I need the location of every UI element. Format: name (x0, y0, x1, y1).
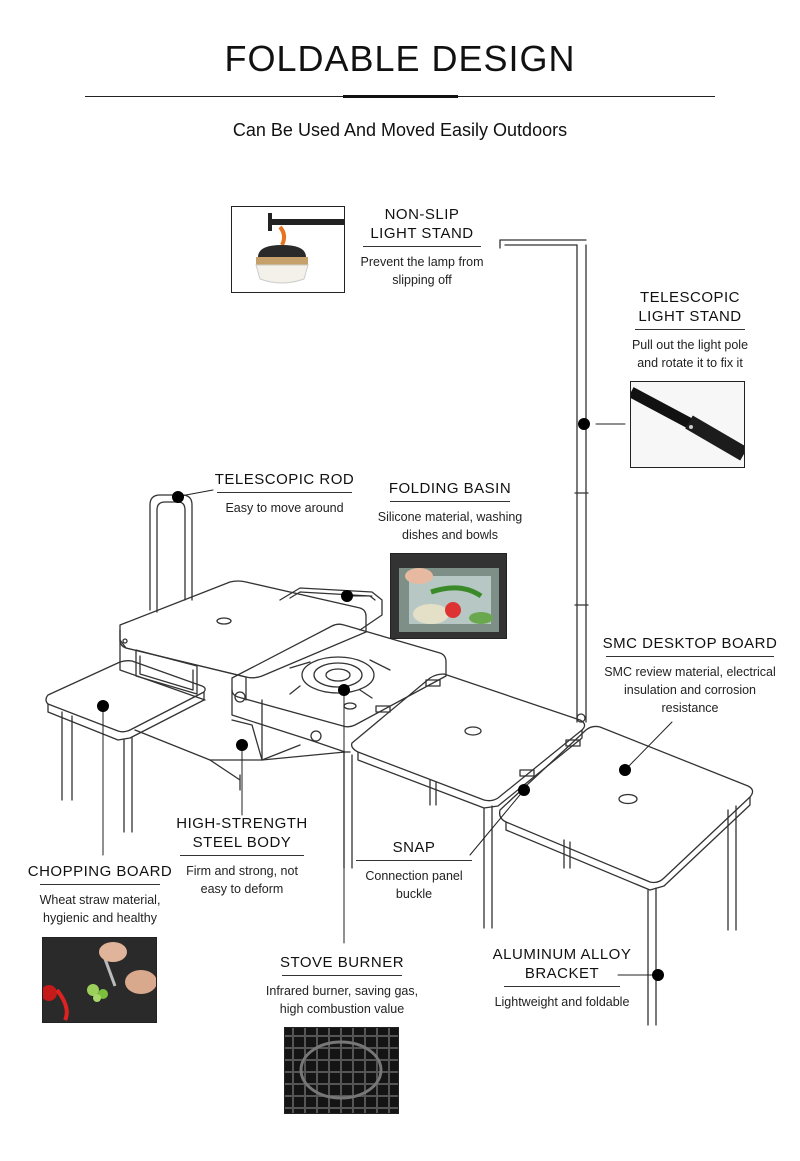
callout-desc: Pull out the light pole and rotate it to… (631, 338, 749, 370)
pole-joint-photo (630, 381, 745, 468)
callout-dots (97, 418, 664, 981)
callout-title: NON-SLIP LIGHT STAND (370, 206, 474, 242)
page-subtitle: Can Be Used And Moved Easily Outdoors (232, 120, 568, 140)
callout-desc: Infrared burner, saving gas, high combus… (265, 984, 419, 1016)
leader-lines (102, 423, 673, 976)
callout-underline (363, 246, 481, 247)
callout-title: TELESCOPIC LIGHT STAND (638, 289, 742, 325)
callout-underline (356, 860, 472, 861)
callout-desc: Easy to move around (225, 501, 344, 515)
callout-title: CHOPPING BOARD (27, 863, 173, 880)
burner-photo (284, 1027, 399, 1114)
burner-mesh-icon (285, 1028, 398, 1113)
telescopic-rod-drawing (149, 494, 193, 613)
callout-desc: Wheat straw material, hygienic and healt… (39, 893, 161, 925)
callout-title: TELESCOPIC ROD (214, 471, 355, 488)
callout-underline (390, 501, 510, 502)
callout-desc: Firm and strong, not easy to deform (186, 864, 298, 896)
callout-underline (606, 656, 774, 657)
callout-desc: Connection panel buckle (365, 869, 463, 901)
callout-chopping-board: CHOPPING BOARD Wheat straw material, hyg… (22, 862, 178, 927)
callout-title: SMC DESKTOP BOARD (602, 635, 778, 652)
callout-desc: SMC review material, electrical insulati… (604, 665, 776, 715)
callout-title: FOLDING BASIN (388, 480, 512, 497)
callout-folding-basin: FOLDING BASIN Silicone material, washing… (370, 479, 530, 544)
callout-light-stand: NON-SLIP LIGHT STAND Prevent the lamp fr… (360, 205, 484, 289)
callout-underline (635, 329, 745, 330)
lamp-icon (255, 213, 344, 284)
callout-snap: SNAP Connection panel buckle (356, 838, 472, 903)
callout-steel-body: HIGH-STRENGTH STEEL BODY Firm and strong… (172, 814, 312, 898)
callout-aluminum-bracket: ALUMINUM ALLOY BRACKET Lightweight and f… (486, 945, 638, 1011)
title-divider-accent (343, 95, 458, 98)
page-title: FOLDABLE DESIGN (224, 38, 576, 79)
chopping-board-table-drawing (45, 660, 206, 833)
callout-title: HIGH-STRENGTH STEEL BODY (176, 815, 308, 851)
chopping-board-photo (42, 937, 157, 1023)
callout-telescopic-stand: TELESCOPIC LIGHT STAND Pull out the ligh… (623, 288, 757, 372)
callout-title: STOVE BURNER (279, 954, 405, 971)
callout-desc: Silicone material, washing dishes and bo… (377, 510, 523, 542)
right-table-drawing (498, 725, 754, 1026)
callout-stove-burner: STOVE BURNER Infrared burner, saving gas… (256, 953, 428, 1018)
callout-smc-board: SMC DESKTOP BOARD SMC review material, e… (598, 634, 782, 717)
basin-photo (390, 553, 507, 639)
callout-title: SNAP (392, 839, 436, 856)
callout-underline (282, 975, 402, 976)
light-pole-drawing (499, 239, 589, 723)
callout-underline (217, 492, 352, 493)
callout-underline (40, 884, 160, 885)
basin-icon (391, 554, 506, 638)
chopping-board-icon (43, 938, 156, 1022)
lamp-photo (231, 206, 345, 293)
callout-underline (504, 986, 620, 987)
callout-telescopic-rod: TELESCOPIC ROD Easy to move around (212, 470, 357, 517)
callout-desc: Prevent the lamp from slipping off (360, 255, 484, 287)
callout-title: ALUMINUM ALLOY BRACKET (492, 946, 632, 982)
callout-underline (180, 855, 304, 856)
pole-joint-icon (631, 387, 744, 461)
folding-basin-drawing (279, 587, 383, 631)
callout-desc: Lightweight and foldable (494, 995, 630, 1009)
center-table-drawing (343, 673, 586, 929)
stove-section-drawing (231, 623, 447, 761)
steel-body-drawing (134, 719, 301, 791)
